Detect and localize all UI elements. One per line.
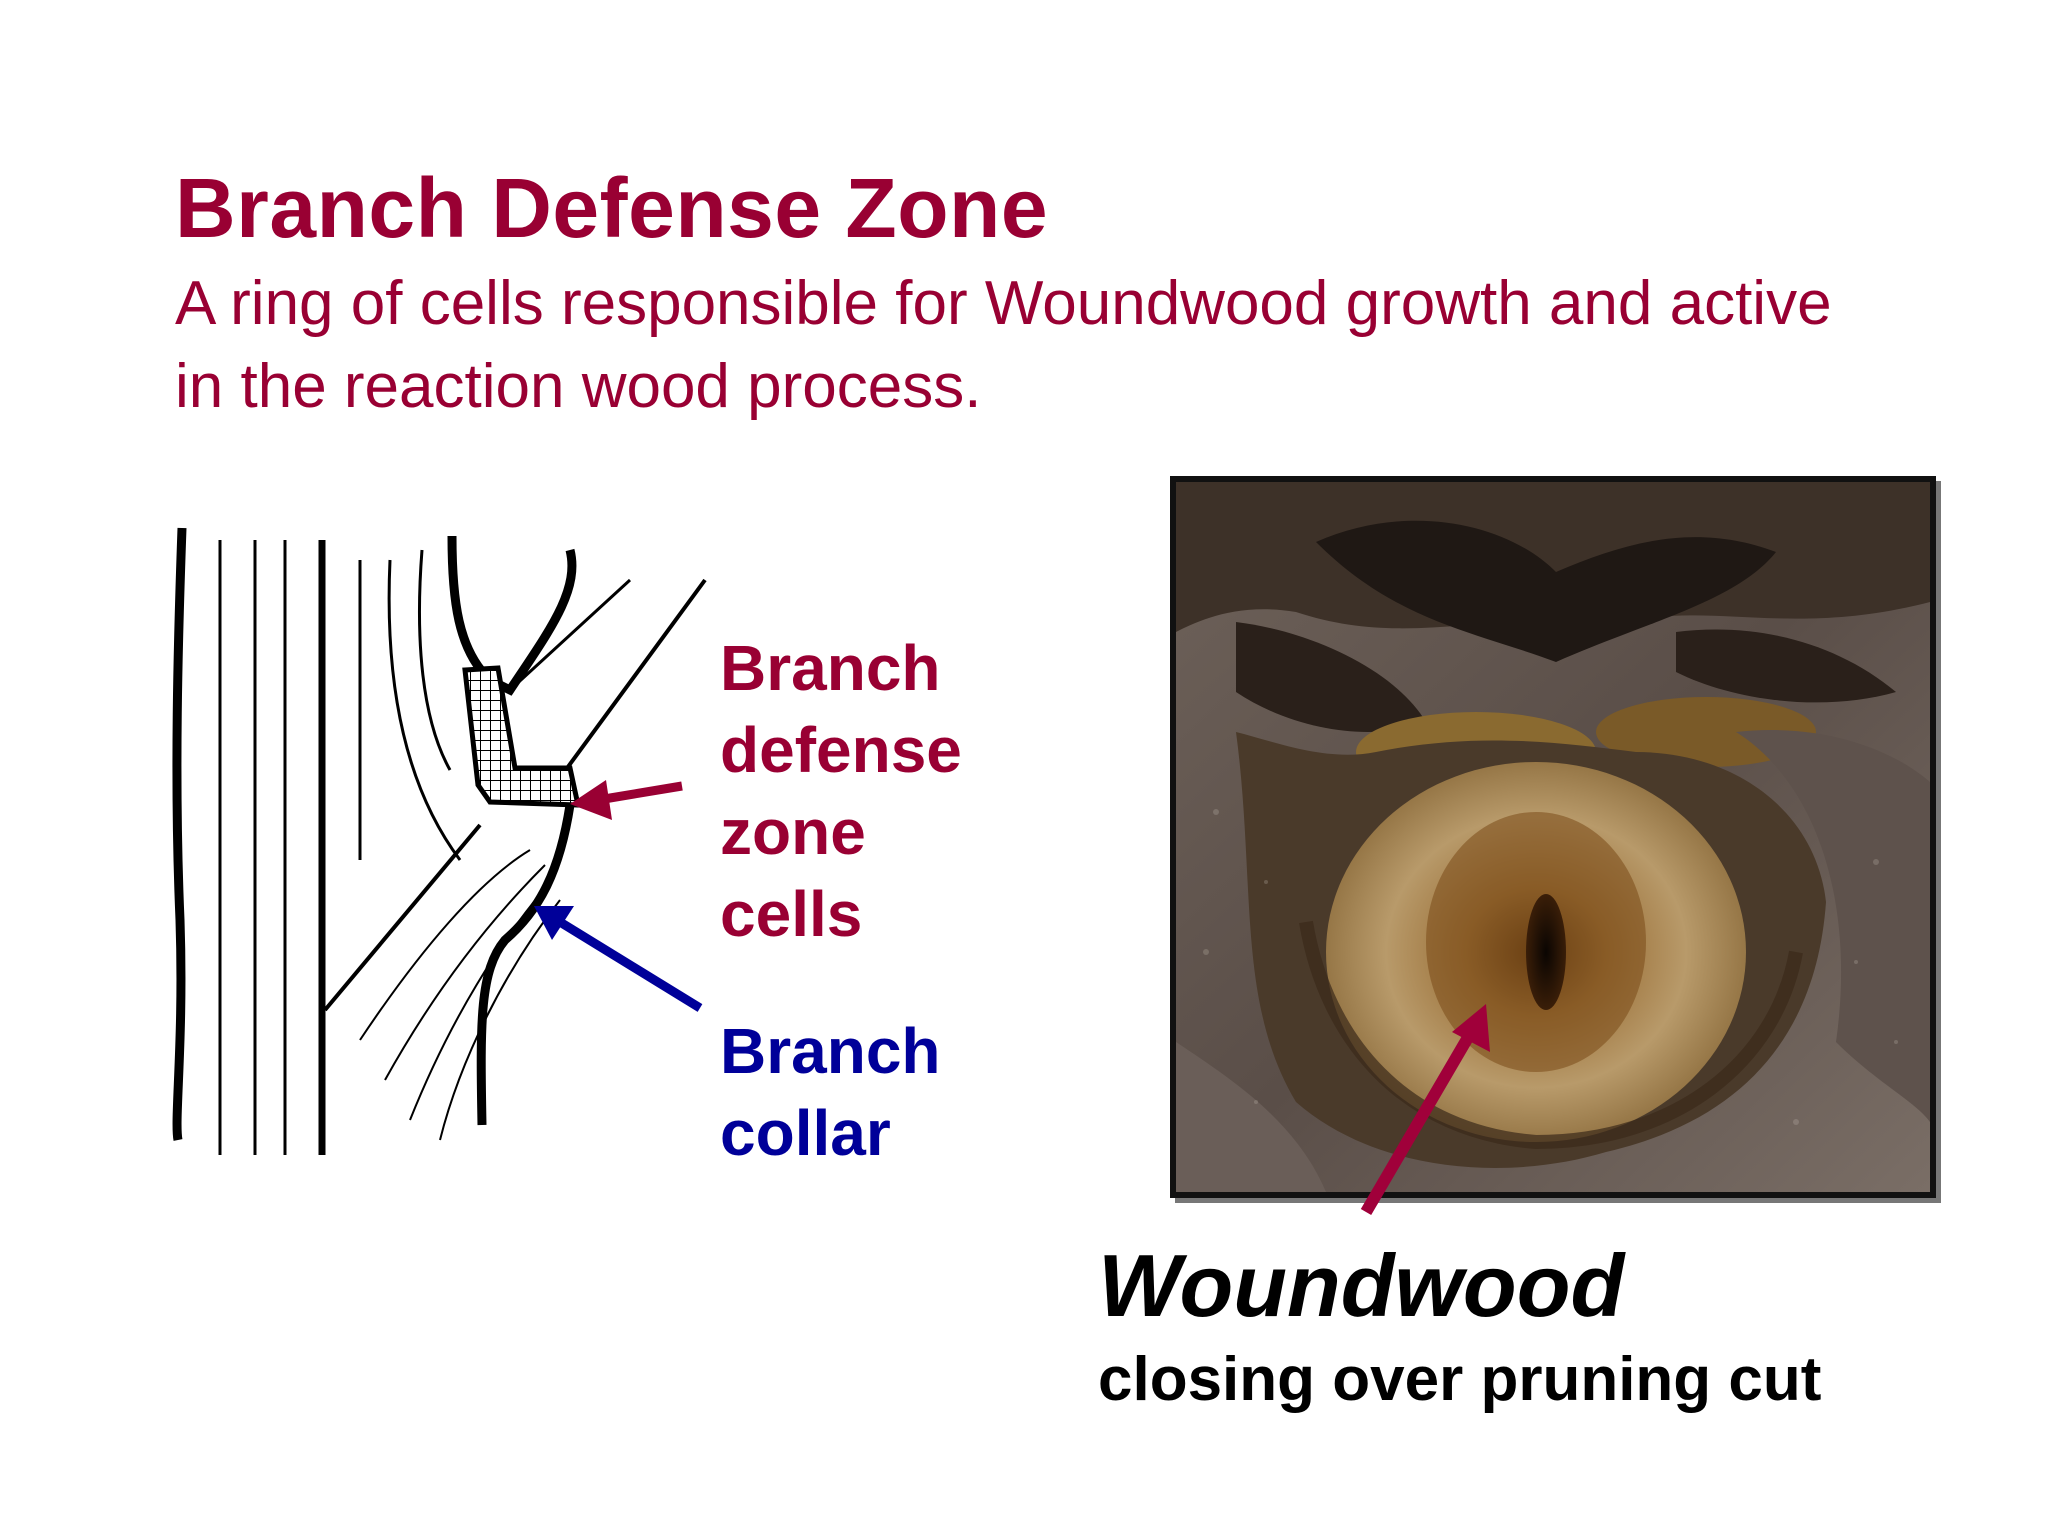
- branch-grain-line: [409, 879, 553, 1121]
- trunk-grain-line: [387, 559, 462, 861]
- slide-title: Branch Defense Zone: [175, 161, 1049, 255]
- branch-grain-line: [508, 578, 632, 692]
- woundwood-photo: [1170, 476, 1936, 1198]
- trunk-grain-line: [417, 549, 452, 771]
- branch-diagram: [172, 527, 707, 1155]
- branch-pith-line: [323, 823, 482, 1012]
- branch-bark-upper: [447, 535, 577, 696]
- defense-zone-label: Branch defense zone cells: [720, 632, 962, 950]
- slide-subtitle: A ring of cells responsible for Woundwoo…: [175, 269, 1832, 421]
- woundwood-title: Woundwood: [1098, 1236, 1625, 1335]
- defense-zone-hatching: [462, 665, 582, 808]
- branch-grain-line: [384, 864, 546, 1081]
- branch-collar-label: Branch collar: [720, 1015, 941, 1169]
- trunk-bark-line: [172, 527, 187, 1141]
- branch-grain-line: [359, 849, 531, 1041]
- woundwood-caption: closing over pruning cut: [1098, 1345, 1822, 1414]
- branch-grain-line: [439, 899, 561, 1141]
